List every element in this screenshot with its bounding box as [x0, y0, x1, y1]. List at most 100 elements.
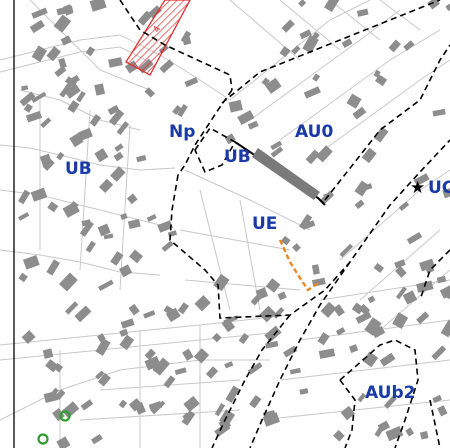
- building: [18, 272, 28, 283]
- building: [311, 264, 320, 275]
- building: [394, 259, 406, 269]
- building: [148, 401, 163, 412]
- building: [56, 5, 74, 16]
- building: [94, 148, 109, 163]
- building: [249, 394, 262, 409]
- building: [180, 30, 192, 44]
- building: [21, 330, 36, 345]
- building: [318, 348, 336, 359]
- building: [346, 93, 362, 109]
- building: [56, 436, 71, 448]
- building: [151, 400, 166, 415]
- building: [108, 57, 123, 68]
- building: [161, 240, 174, 252]
- building: [110, 251, 124, 266]
- building: [377, 420, 391, 433]
- building: [339, 243, 354, 258]
- building: [108, 109, 125, 126]
- building: [367, 295, 376, 304]
- building: [143, 310, 156, 319]
- zone-label-np: Np: [169, 122, 195, 142]
- building: [228, 99, 243, 113]
- building: [237, 110, 255, 126]
- building: [182, 348, 194, 361]
- building: [374, 74, 388, 87]
- building: [174, 367, 187, 376]
- building: [250, 293, 263, 306]
- building: [56, 151, 65, 161]
- building: [29, 19, 45, 34]
- building: [182, 412, 192, 422]
- building: [22, 255, 40, 270]
- building: [46, 46, 61, 62]
- building: [373, 126, 389, 143]
- green-markers: [37, 410, 71, 445]
- building: [302, 34, 319, 54]
- building: [31, 7, 48, 19]
- building: [184, 77, 199, 88]
- building: [107, 104, 120, 116]
- building: [42, 348, 54, 359]
- building: [270, 140, 283, 151]
- building: [152, 357, 171, 376]
- building: [225, 385, 240, 403]
- building: [364, 317, 382, 336]
- zone-label-uc: UC: [428, 178, 450, 198]
- building: [247, 362, 263, 375]
- building: [340, 405, 356, 421]
- building: [31, 45, 48, 62]
- building: [18, 189, 31, 205]
- building: [224, 361, 234, 369]
- building: [80, 399, 94, 411]
- zone-label-ub-west: UB: [65, 159, 92, 179]
- building: [144, 348, 156, 361]
- star-icon: ★: [410, 178, 425, 198]
- building: [144, 87, 156, 98]
- building: [432, 394, 443, 404]
- building: [291, 45, 301, 55]
- buildings: [18, 0, 450, 448]
- building: [392, 312, 409, 329]
- building: [259, 305, 276, 323]
- building: [67, 100, 80, 114]
- building: [116, 121, 130, 136]
- building: [64, 83, 81, 99]
- building: [90, 433, 103, 445]
- building: [388, 39, 401, 53]
- building: [98, 279, 114, 292]
- building: [61, 401, 80, 419]
- building: [172, 105, 182, 115]
- building: [177, 302, 189, 315]
- building: [126, 193, 138, 205]
- building: [19, 91, 36, 107]
- building: [85, 240, 96, 253]
- building: [114, 143, 124, 152]
- building: [436, 275, 447, 284]
- building: [30, 187, 48, 202]
- circle-tree-icon: [37, 433, 49, 445]
- building: [298, 214, 313, 230]
- building: [205, 366, 219, 379]
- zone-label-au0: AU0: [295, 122, 333, 142]
- building: [59, 83, 72, 98]
- building: [53, 14, 72, 33]
- building: [398, 201, 410, 212]
- building: [281, 19, 295, 33]
- building: [238, 332, 250, 345]
- building: [279, 46, 291, 58]
- building: [341, 38, 353, 49]
- building: [74, 305, 92, 323]
- building: [264, 77, 282, 94]
- building: [439, 284, 450, 299]
- building: [97, 373, 111, 387]
- hatched-parcel: 4: [125, 0, 191, 76]
- building: [351, 302, 364, 315]
- building: [324, 0, 340, 13]
- building: [103, 233, 114, 240]
- building: [214, 403, 226, 417]
- building: [289, 367, 301, 375]
- building: [303, 86, 321, 99]
- building: [358, 303, 371, 316]
